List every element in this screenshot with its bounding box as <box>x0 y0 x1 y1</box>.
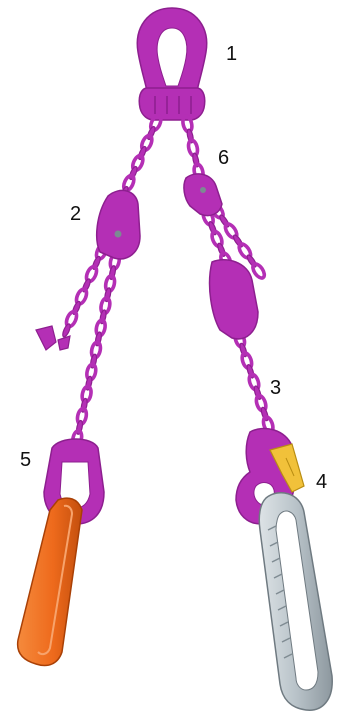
callout-2: 2 <box>70 203 81 225</box>
callout-6: 6 <box>218 147 229 169</box>
master-link-icon <box>137 8 206 120</box>
callout-1: 1 <box>226 43 237 65</box>
chain-leg-right-lower <box>233 330 274 433</box>
callout-4: 4 <box>316 471 327 493</box>
chain-leg-left-lower <box>71 253 120 447</box>
sling-icon <box>18 439 104 666</box>
callout-5: 5 <box>20 449 31 471</box>
callout-3: 3 <box>270 377 281 399</box>
chain-leg-left-upper <box>119 114 163 200</box>
chain-leg-right-upper <box>181 115 204 180</box>
